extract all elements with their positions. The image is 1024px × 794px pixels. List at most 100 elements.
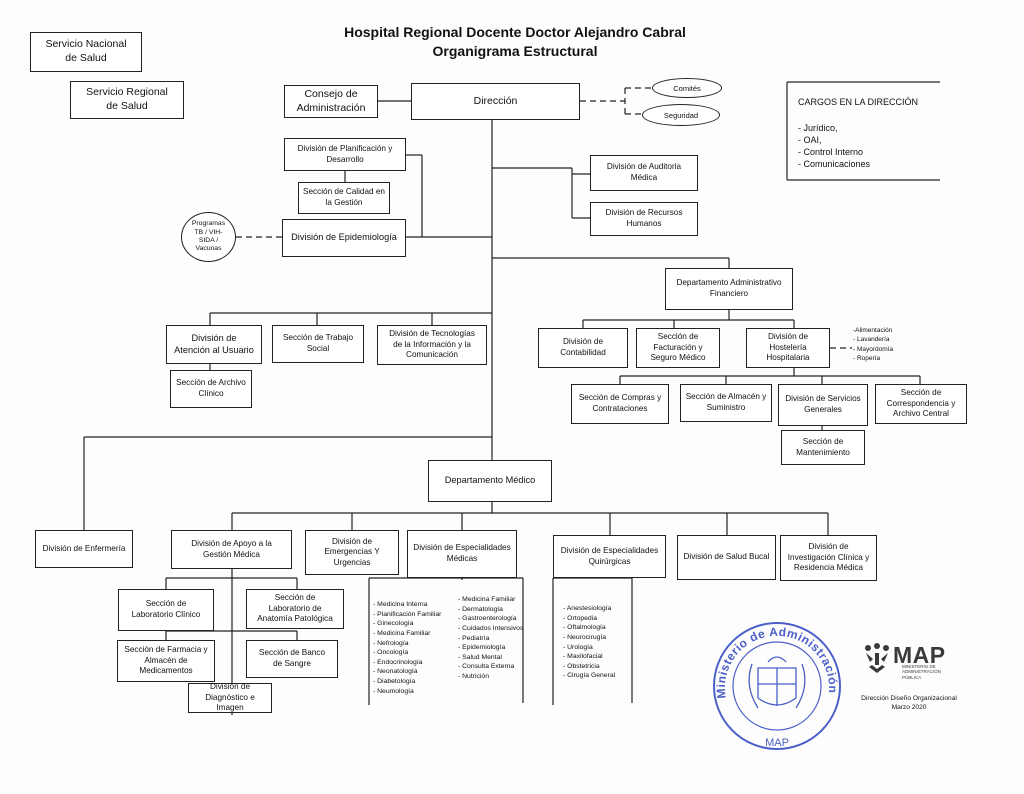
box-text: Seguridad bbox=[663, 110, 699, 120]
especialidad-item: - Diabetología bbox=[373, 678, 416, 686]
especialidad-quirurgica-item: - Obstetricia bbox=[563, 662, 600, 670]
box-text: Programas bbox=[191, 220, 226, 228]
especialidad-quirurgica-item: - Anestesiología bbox=[563, 605, 612, 612]
box-text: Sección de bbox=[802, 436, 844, 446]
box-text: Anatomía Patológica bbox=[257, 614, 333, 624]
box-text: División de bbox=[562, 337, 604, 347]
box-text: Contrataciones bbox=[592, 404, 648, 413]
box-text: Servicio Nacional bbox=[45, 38, 127, 51]
map-logo-subtitle: MINISTERIO DE ADMINISTRACIÓN PÚBLICA bbox=[902, 664, 941, 680]
box-text: División de Especialidades bbox=[560, 545, 659, 555]
box-text: Sección de Banco bbox=[259, 648, 325, 658]
svg-text:Ministerio de Administración P: Ministerio de Administración Pública bbox=[708, 606, 840, 699]
hosteleria-item: - Ropería bbox=[853, 355, 881, 363]
map-subtitle-line: ADMINISTRACIÓN bbox=[902, 669, 942, 675]
especialidad-item: - Endocrinología bbox=[373, 658, 423, 666]
especialidad-item: - Pediatría bbox=[458, 634, 490, 642]
box-text: División de Planificación y bbox=[297, 143, 393, 153]
box-text: Vacunas bbox=[195, 245, 222, 253]
box-text: División de bbox=[209, 682, 251, 692]
box-text: Quirúrgicas bbox=[588, 556, 631, 566]
seguridad-oval: Seguridad bbox=[642, 104, 720, 126]
especialidad-item: - Epidemiología bbox=[458, 644, 506, 652]
box-text: Mantenimiento bbox=[796, 447, 850, 457]
hosteleria-item: - Mayordomía bbox=[853, 345, 894, 353]
especialidades-medicas-list-2: - Medicina Familiar- Dermatología- Gastr… bbox=[458, 595, 523, 682]
box-text: Sección de Compras y bbox=[578, 393, 662, 403]
box-text: Suministro bbox=[706, 403, 746, 412]
box-text: Gestión Médica bbox=[203, 549, 260, 559]
box-text: Atención al Usuario bbox=[174, 344, 254, 355]
box-text: Comités bbox=[673, 83, 701, 93]
hosteleria-list: -Alimentación- Lavandería- Mayordomía- R… bbox=[853, 326, 893, 364]
especialidad-quirurgica-item: - Neurocirugía bbox=[563, 633, 607, 641]
map-logo-text: MAP bbox=[893, 642, 946, 668]
box-text: División de Tecnologías bbox=[389, 329, 475, 339]
seal-text: Ministerio de Administración Pública bbox=[708, 606, 840, 699]
comites-oval: Comités bbox=[652, 78, 722, 98]
especialidad-item: - Ginecología bbox=[373, 620, 414, 628]
map-logo-icon bbox=[865, 643, 889, 673]
especialidad-quirurgica-item: - Cirugía General bbox=[563, 672, 616, 680]
box-text: Sección de Calidad en bbox=[303, 187, 385, 197]
box-text: División de Apoyo a la bbox=[191, 538, 272, 548]
footer-line: Dirección Diseño Organizacional bbox=[861, 695, 957, 702]
box-text: División de Salud Bucal bbox=[683, 552, 770, 562]
box-text: de Sangre bbox=[273, 659, 311, 668]
box-text: División de Servicios bbox=[785, 394, 861, 404]
box-text: Comunicación bbox=[406, 350, 458, 360]
seal-label: MAP bbox=[765, 737, 789, 749]
box-text: SIDA / bbox=[198, 237, 219, 244]
box-text: Facturación y bbox=[653, 342, 703, 352]
box-text: División de bbox=[331, 536, 373, 546]
especialidad-quirurgica-item: - Ortopedia bbox=[563, 614, 598, 622]
box-text: Dirección bbox=[473, 94, 518, 107]
box-text: Correspondencia y bbox=[886, 398, 956, 408]
box-text: Departamento Médico bbox=[444, 475, 536, 486]
box-text: Residencia Médica bbox=[793, 563, 864, 573]
box-text: División de Enfermería bbox=[42, 543, 126, 553]
especialidad-item: - Salud Mental bbox=[458, 653, 502, 661]
box-text: Servicio Regional bbox=[86, 86, 168, 99]
box-text: Urgencias bbox=[333, 557, 371, 567]
especialidad-item: - Gastroenterología bbox=[458, 615, 517, 623]
footer-line: Marzo 2020 bbox=[891, 704, 927, 712]
box-text: de Salud bbox=[65, 52, 107, 64]
box-text: Laboratorio de bbox=[268, 603, 322, 613]
especialidad-item: - Dermatología bbox=[458, 605, 503, 613]
cargos-title: CARGOS EN LA DIRECCIÓN bbox=[798, 97, 919, 107]
especialidad-item: - Oncología bbox=[373, 649, 409, 657]
box-text: Imagen bbox=[216, 703, 244, 713]
box-text: Humanos bbox=[626, 219, 662, 228]
box-text: Almacén de bbox=[144, 655, 188, 665]
box-text: División de Auditoria bbox=[606, 162, 682, 172]
box-text: Sección de Archivo bbox=[176, 378, 246, 388]
box-text: Medicamentos bbox=[139, 666, 193, 676]
box-text: División de bbox=[191, 332, 237, 343]
box-text: Social bbox=[306, 344, 330, 353]
box-text: Médicas bbox=[446, 554, 478, 563]
especialidades-medicas-list-1: - Medicina Interna- Planificación Famili… bbox=[373, 600, 441, 696]
especialidades-quirurgicas-list: - Anestesiología- Ortopedia- Oftalmologí… bbox=[563, 604, 615, 681]
